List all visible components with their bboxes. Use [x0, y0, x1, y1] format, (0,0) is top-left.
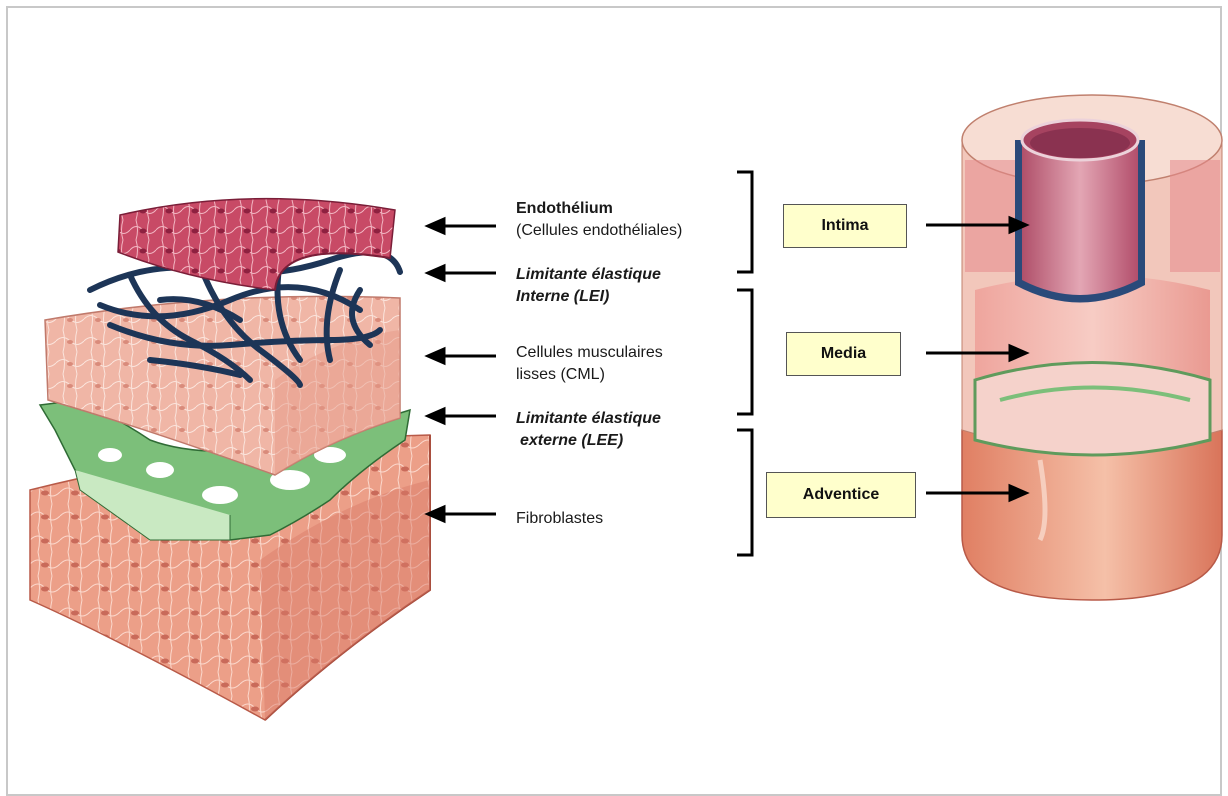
lei-line2: Interne (LEI): [516, 288, 609, 305]
fibroblasts-label: Fibroblastes: [516, 508, 603, 530]
lee-label: Limitante élastique externe (LEE): [516, 408, 661, 452]
lei-line1: Limitante élastique: [516, 266, 661, 283]
brackets: [737, 172, 752, 555]
cml-label: Cellules musculaires lisses (CML): [516, 342, 663, 386]
endothelium-block: [118, 199, 395, 290]
fibroblasts-text: Fibroblastes: [516, 510, 603, 527]
media-box: Media: [786, 332, 901, 376]
endothelium-subtitle: (Cellules endothéliales): [516, 222, 682, 239]
endothelium-label: Endothélium (Cellules endothéliales): [516, 198, 682, 242]
intima-box: Intima: [783, 204, 907, 248]
lei-label: Limitante élastique Interne (LEI): [516, 264, 661, 308]
left-arrows: [428, 219, 496, 521]
lee-line1: Limitante élastique: [516, 410, 661, 427]
cml-line2: lisses (CML): [516, 366, 605, 383]
adventice-box: Adventice: [766, 472, 916, 518]
endothelium-title: Endothélium: [516, 200, 613, 217]
lee-line2: externe (LEE): [516, 432, 623, 449]
vessel-cylinder: [962, 95, 1222, 600]
cml-line1: Cellules musculaires: [516, 344, 663, 361]
